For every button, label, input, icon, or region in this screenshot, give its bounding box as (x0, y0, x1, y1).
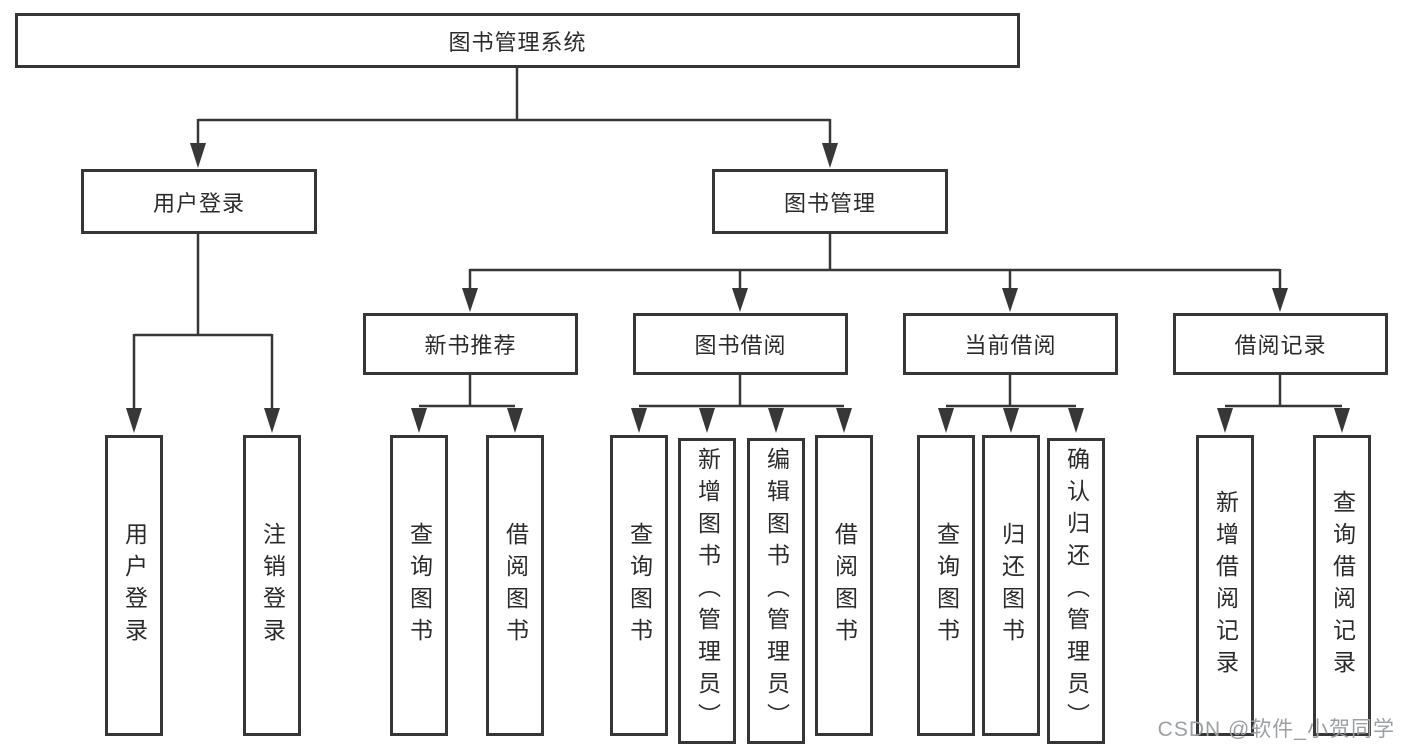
node-root-label: 图书管理系统 (448, 29, 587, 55)
leaf-confirm-return-admin-label: 确认归还（管理员） (1063, 447, 1090, 735)
arrow-to-user-login (190, 143, 206, 168)
leaf-query-borrow-record: 查询借阅记录 (1313, 435, 1371, 736)
node-current-borrowing: 当前借阅 (903, 313, 1118, 375)
arrow-to-leaf-user-login (126, 408, 142, 433)
arrow-to-add-books-admin (699, 408, 715, 433)
node-user-login-label: 用户登录 (152, 190, 245, 216)
arrow-to-edit-books-admin (768, 408, 784, 433)
leaf-query-books-1: 查询图书 (390, 435, 448, 736)
arrow-to-add-borrow-record (1217, 408, 1233, 433)
leaf-user-login-label: 用户登录 (121, 521, 148, 650)
leaf-logout: 注销登录 (243, 435, 301, 736)
leaf-borrow-books-1-label: 借阅图书 (502, 521, 529, 650)
leaf-user-login: 用户登录 (105, 435, 163, 736)
leaf-query-books-3-label: 查询图书 (933, 521, 960, 650)
node-new-book-recommend-label: 新书推荐 (424, 333, 517, 358)
node-user-login: 用户登录 (81, 169, 317, 234)
node-borrowing-records-label: 借阅记录 (1234, 333, 1327, 358)
arrow-to-query-books-1 (411, 408, 427, 433)
node-borrowing-records: 借阅记录 (1173, 313, 1388, 375)
arrow-to-borrow-books-1 (507, 408, 523, 433)
leaf-add-books-admin: 新增图书（管理员） (678, 438, 736, 744)
leaf-borrow-books-2: 借阅图书 (815, 435, 873, 736)
node-book-borrowing-label: 图书借阅 (694, 333, 787, 358)
node-new-book-recommend: 新书推荐 (363, 313, 578, 375)
arrow-to-return-books (1003, 408, 1019, 433)
node-current-borrowing-label: 当前借阅 (964, 333, 1057, 358)
leaf-borrow-books-2-label: 借阅图书 (831, 521, 858, 650)
leaf-logout-label: 注销登录 (259, 521, 286, 650)
leaf-query-books-2-label: 查询图书 (626, 521, 653, 650)
leaf-edit-books-admin: 编辑图书（管理员） (747, 438, 805, 744)
leaf-edit-books-admin-label: 编辑图书（管理员） (763, 447, 790, 735)
arrow-to-query-books-2 (631, 408, 647, 433)
leaf-add-borrow-record: 新增借阅记录 (1196, 435, 1254, 736)
arrow-to-book-borrow (732, 288, 748, 312)
arrow-to-confirm-return-admin (1068, 408, 1084, 433)
leaf-query-books-2: 查询图书 (610, 435, 668, 736)
leaf-add-borrow-record-label: 新增借阅记录 (1212, 489, 1239, 682)
arrow-to-query-books-3 (938, 408, 954, 433)
arrow-to-new-book (462, 288, 478, 312)
arrow-to-book-mgmt (822, 143, 838, 168)
leaf-borrow-books-1: 借阅图书 (486, 435, 544, 736)
leaf-return-books: 归还图书 (982, 435, 1040, 736)
node-book-management: 图书管理 (712, 169, 948, 234)
csdn-watermark: CSDN @软件_小贺同学 (1157, 718, 1395, 741)
leaf-add-books-admin-label: 新增图书（管理员） (694, 447, 721, 735)
leaf-query-borrow-record-label: 查询借阅记录 (1329, 489, 1356, 682)
leaf-confirm-return-admin: 确认归还（管理员） (1047, 438, 1105, 744)
arrow-to-query-borrow-record (1334, 408, 1350, 433)
node-book-management-label: 图书管理 (783, 190, 876, 216)
leaf-return-books-label: 归还图书 (998, 521, 1025, 650)
arrow-to-borrow-records (1272, 288, 1288, 312)
node-root-system: 图书管理系统 (15, 13, 1020, 68)
node-book-borrowing: 图书借阅 (633, 313, 848, 375)
leaf-query-books-3: 查询图书 (917, 435, 975, 736)
arrow-to-borrow-books-2 (836, 408, 852, 433)
arrow-to-leaf-logout (264, 408, 280, 433)
leaf-query-books-1-label: 查询图书 (406, 521, 433, 650)
arrow-to-current-borrow (1002, 288, 1018, 312)
